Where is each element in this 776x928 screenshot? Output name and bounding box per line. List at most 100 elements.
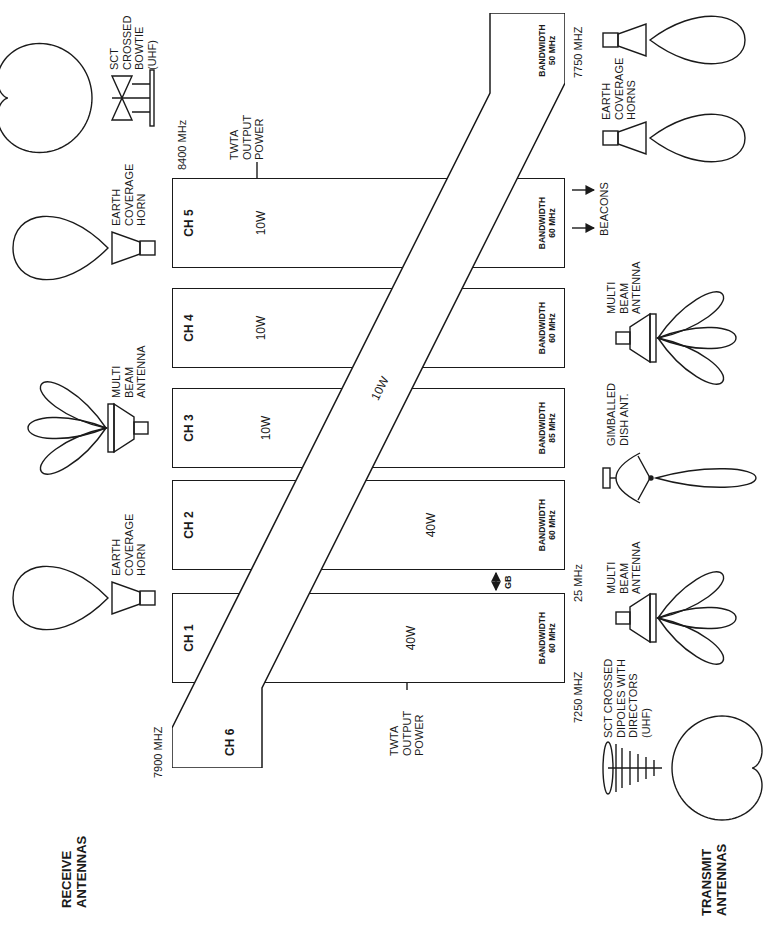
spot-beam	[652, 286, 728, 347]
director-element	[653, 760, 654, 776]
channel-label: CH 6	[220, 729, 238, 756]
power-label: 10W	[251, 179, 269, 267]
channel-label: CH 2	[183, 511, 197, 538]
spot-beam	[28, 417, 106, 438]
bandwidth-label: BANDWIDTH 50 MHz	[538, 13, 559, 88]
channel-label: CH 5	[179, 179, 197, 267]
band-outline	[172, 13, 565, 768]
channel-label: CH 5	[183, 209, 197, 236]
spot-beam	[652, 609, 728, 670]
pointer-arrow	[572, 227, 594, 228]
antenna-feed	[616, 332, 630, 344]
bowtie-element	[112, 76, 132, 120]
antenna-label: SCT CROSSED BOWTIE (UHF)	[108, 8, 159, 70]
director-element	[621, 748, 622, 788]
antenna-label: SCT CROSSED DIPOLES WITH DIRECTORS (UHF)	[602, 658, 653, 738]
antenna-label: EARTH COVERAGE HORNS	[600, 58, 638, 120]
section-heading: TRANSMIT ANTENNAS	[700, 826, 730, 916]
channel-label: CH 4	[179, 289, 197, 367]
channel-label: CH 2	[179, 481, 197, 569]
antenna-feed	[616, 612, 630, 624]
section-heading: RECEIVE ANTENNAS	[60, 818, 90, 908]
channel-label: CH 3	[183, 414, 197, 441]
horn-antenna	[618, 122, 646, 154]
dish-reflector	[616, 453, 640, 503]
antenna-label: EARTH COVERAGE HORN	[110, 164, 148, 226]
section-heading: TRANSMIT ANTENNAS	[700, 826, 730, 916]
pointer-arrow	[495, 573, 496, 590]
dimension-label: 25 MHz	[572, 564, 585, 602]
beacon-label: BEACONS	[598, 182, 611, 236]
power-label: 10W	[256, 389, 274, 467]
antenna-label: MULTI BEAM ANTENNA	[605, 532, 643, 594]
frequency-label: 7750 MHZ	[572, 27, 585, 78]
antenna-label: MULTI BEAM ANTENNA	[605, 252, 643, 314]
cardioid-pattern	[672, 716, 762, 820]
power-label: 10W	[251, 289, 269, 367]
multibeam-antenna	[114, 404, 134, 452]
bandwidth-label: BANDWIDTH 60 MHz	[538, 481, 559, 569]
antenna-label: SCT CROSSED BOWTIE (UHF)	[108, 8, 159, 70]
crossed-dipole	[615, 744, 616, 792]
guard-band-label: GB	[503, 576, 513, 590]
callout-label: TWTA OUTPUT POWER	[388, 694, 426, 756]
channel-label: CH 4	[183, 314, 197, 341]
frequency-label: 7250 MHZ	[572, 672, 585, 723]
antenna-label: MULTI BEAM ANTENNA	[605, 252, 643, 314]
callout-label: TWTA OUTPUT POWER	[228, 98, 266, 160]
spot-beam	[652, 566, 728, 627]
bandwidth-label: BANDWIDTH 60 MHz	[538, 297, 558, 359]
director-element	[629, 751, 630, 785]
lens-plate	[650, 314, 656, 362]
power-label: 10W	[255, 316, 269, 341]
frequency-label: 8400 MHz	[176, 120, 189, 170]
waveguide-feed	[603, 131, 618, 145]
ground-plane	[150, 70, 154, 126]
bandwidth-label: BANDWIDTH 60 MHz	[538, 607, 558, 669]
frequency-label: 7750 MHZ	[572, 27, 585, 78]
channel-label: CH 3	[179, 389, 197, 467]
guard-band-label: GB	[503, 576, 513, 590]
power-label: 40W	[405, 626, 419, 651]
multibeam-antenna	[630, 594, 650, 642]
power-label: 40W	[425, 513, 439, 538]
antenna-label: MULTI BEAM ANTENNA	[110, 336, 148, 398]
waveguide-feed	[140, 241, 155, 255]
antenna-label: GIMBALLED DISH ANT.	[605, 376, 630, 446]
antenna-label: GIMBALLED DISH ANT.	[605, 376, 630, 446]
callout-label: TWTA OUTPUT POWER	[388, 694, 426, 756]
waveguide-feed	[603, 33, 618, 47]
horn-antenna	[618, 24, 646, 56]
channel-band: CH 6 10W BANDWIDTH 50 MHz	[172, 13, 565, 768]
beacon-label: BEACONS	[598, 182, 611, 236]
director-element	[645, 757, 646, 779]
cardioid-pattern	[0, 43, 92, 152]
antenna-label: MULTI BEAM ANTENNA	[110, 336, 148, 398]
channel-label: CH 1	[183, 624, 197, 651]
director-element	[637, 754, 638, 782]
antenna-label: EARTH COVERAGE HORN	[110, 514, 148, 576]
horn-antenna	[112, 582, 140, 614]
bandwidth-label: BANDWIDTH 85 MHz	[538, 397, 558, 459]
frequency-label: 8400 MHz	[176, 120, 189, 170]
antenna-feed	[134, 422, 148, 434]
spot-beam	[35, 419, 111, 480]
power-label: 40W	[401, 594, 419, 682]
pointer-arrow	[572, 189, 594, 190]
power-label: 10W	[255, 211, 269, 236]
horn-antenna	[112, 232, 140, 264]
bandwidth-label: BANDWIDTH 60 MHz	[538, 192, 558, 254]
callout-label: TWTA OUTPUT POWER	[228, 98, 266, 160]
channel-label: CH 1	[179, 594, 197, 682]
section-heading: RECEIVE ANTENNAS	[60, 818, 90, 908]
power-label: 40W	[421, 481, 439, 569]
bandwidth-label: BANDWIDTH 60 MHz	[538, 494, 558, 556]
beam-pattern	[13, 566, 108, 629]
band-outline	[172, 13, 565, 768]
beam-pattern	[13, 216, 108, 279]
beam-pattern	[650, 114, 745, 161]
waveguide-feed	[140, 591, 155, 605]
multibeam-antenna	[630, 314, 650, 362]
lens-plate	[108, 404, 114, 452]
